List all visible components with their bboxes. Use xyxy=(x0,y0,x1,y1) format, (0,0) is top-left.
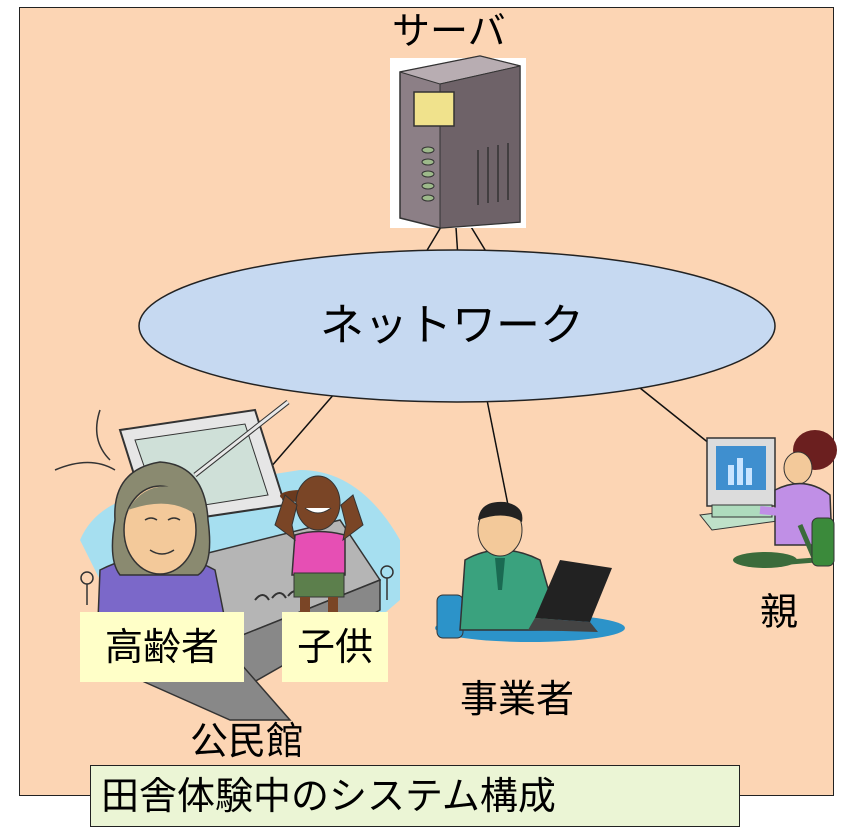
business-person-icon xyxy=(435,501,625,642)
business-label: 事業者 xyxy=(460,677,575,721)
elderly-person-icon xyxy=(97,461,226,621)
network-ellipse xyxy=(138,249,776,403)
server-icon xyxy=(390,55,526,229)
network-parent-line xyxy=(639,387,716,449)
network-label: ネットワーク xyxy=(320,300,584,351)
child-label: 子供 xyxy=(282,612,388,682)
elderly-label: 高齢者 xyxy=(80,612,244,682)
server-label: サーバ xyxy=(392,9,506,53)
diagram-caption: 田舎体験中のシステム構成 xyxy=(90,765,740,827)
parent-label: 親 xyxy=(760,590,799,634)
network-business-line xyxy=(486,399,509,506)
network-hall-line xyxy=(269,392,336,469)
community-hall-label: 公民館 xyxy=(190,719,305,763)
parent-computer-icon xyxy=(699,430,837,568)
